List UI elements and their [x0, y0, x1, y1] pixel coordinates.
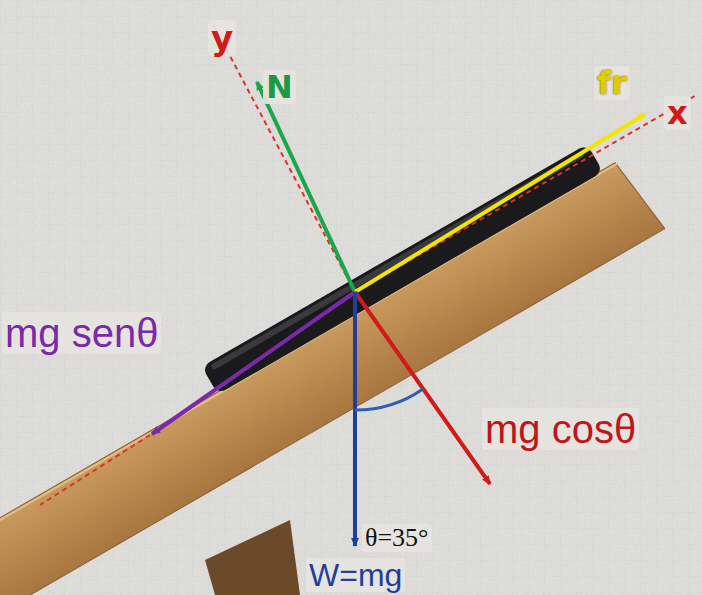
axis-label: y — [208, 20, 236, 56]
component-label: mg senθ — [2, 312, 161, 354]
force-label: W=mg — [306, 558, 405, 592]
force-label: fr — [594, 66, 630, 100]
angle-label: θ=35° — [362, 524, 432, 552]
axis-label: x — [664, 96, 691, 130]
force-label: N — [263, 70, 296, 104]
component-label: mg cosθ — [482, 408, 639, 450]
